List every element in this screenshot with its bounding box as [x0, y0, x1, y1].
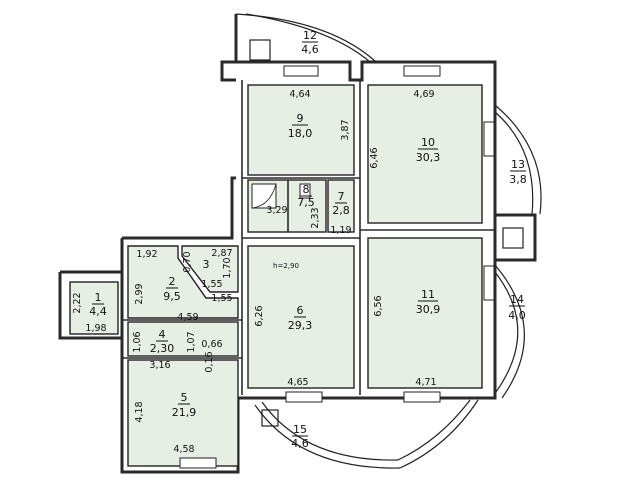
room-8-area: 7,5: [297, 196, 315, 209]
dim-r5-bottom: 4,58: [173, 444, 194, 455]
room-5-area: 21,9: [172, 406, 197, 419]
room-6-area: 29,3: [288, 319, 313, 332]
dim-r5-side: 4,18: [134, 401, 145, 422]
room-15-area: 4,6: [291, 437, 309, 450]
room-labels: 9 18,0 10 30,3 8 7,5 7 2,8 6 29,3 11 30,…: [89, 29, 527, 450]
dim-r4-b: 0,66: [201, 339, 222, 350]
room-7-number: 7: [338, 190, 345, 203]
room-11-number: 11: [421, 288, 435, 301]
room-9-area: 18,0: [288, 127, 313, 140]
dim-r3-a: 1,55: [201, 279, 222, 290]
dim-r11-bottom: 4,71: [415, 377, 436, 388]
room-9-number: 9: [297, 112, 304, 125]
room-5-number: 5: [181, 391, 188, 404]
dim-r1-side: 2,22: [72, 292, 83, 313]
room-7-area: 2,8: [332, 204, 350, 217]
dim-r11-side: 6,56: [373, 295, 384, 316]
room-12-area: 4,6: [301, 43, 319, 56]
dim-r10-top: 4,69: [413, 89, 434, 100]
room-7: [327, 179, 355, 233]
dim-r4-side: 1,06: [132, 331, 143, 352]
room-1-area: 4,4: [89, 305, 107, 318]
room-13-area: 3,8: [509, 173, 527, 186]
room-8-number: 8: [303, 183, 310, 196]
dim-r7-bottom: 1,19: [330, 225, 351, 236]
room-4: [127, 321, 239, 357]
room-13-number: 13: [511, 158, 525, 171]
room-5: [127, 359, 239, 467]
dim-r8-side: 3,29: [266, 205, 287, 216]
room-14-number: 14: [510, 293, 524, 306]
dim-r4-a: 1,07: [186, 331, 197, 352]
room-3: [181, 245, 239, 293]
vent-shaft-right: [502, 227, 524, 249]
vent-shaft-top: [249, 39, 271, 61]
room-11-area: 30,9: [416, 303, 441, 316]
dim-r10-side: 6,46: [369, 147, 380, 168]
room-10: [367, 84, 483, 224]
room-10-area: 30,3: [416, 151, 441, 164]
dim-r2-diag: 0,70: [182, 251, 193, 272]
room-4-area: 2,30: [150, 342, 175, 355]
dim-r4-top: 4,59: [177, 312, 198, 323]
dim-r2-side: 2,99: [134, 283, 145, 304]
room-15-number: 15: [293, 423, 307, 436]
room-10-number: 10: [421, 136, 435, 149]
dim-r4-c: 0,16: [204, 351, 215, 372]
room-12-number: 12: [303, 29, 317, 42]
room-2: [127, 245, 239, 319]
room-11: [367, 237, 483, 389]
dim-r3-side: 1,70: [222, 257, 233, 278]
room-1-number: 1: [95, 291, 102, 304]
room-9: [247, 84, 355, 176]
bathroom-fixtures: [251, 180, 311, 232]
dim-r3-b: 1,55: [211, 293, 232, 304]
room-6-number: 6: [297, 304, 304, 317]
dim-r3-top: 2,87: [211, 248, 232, 259]
room-2-number: 2: [169, 275, 176, 288]
dim-r9-side: 3,87: [340, 119, 351, 140]
dim-r4-bottom: 3,16: [149, 360, 170, 371]
dim-r9-top: 4,64: [289, 89, 310, 100]
dimension-labels: 4,64 3,87 4,69 6,46 3,29 2,33 1,19 1,92 …: [72, 89, 437, 455]
room-14-area: 4,0: [508, 309, 526, 322]
dim-r8-side2: 2,33: [310, 207, 321, 228]
balconies: [235, 13, 542, 469]
room-4-number: 4: [159, 328, 166, 341]
dim-r1-bottom: 1,98: [85, 323, 106, 334]
dim-r6-bottom: 4,65: [287, 377, 308, 388]
dim-r6-side: 6,26: [254, 305, 265, 326]
ceiling-height: h=2,90: [273, 262, 299, 270]
windows: [179, 65, 495, 469]
room-2-area: 9,5: [163, 290, 181, 303]
room-1: [69, 281, 119, 335]
vent-shaft-bottom: [261, 409, 279, 427]
room-3-number: 3: [203, 258, 210, 271]
interior-walls: [122, 80, 495, 395]
dim-r2-top: 1,92: [136, 249, 157, 260]
